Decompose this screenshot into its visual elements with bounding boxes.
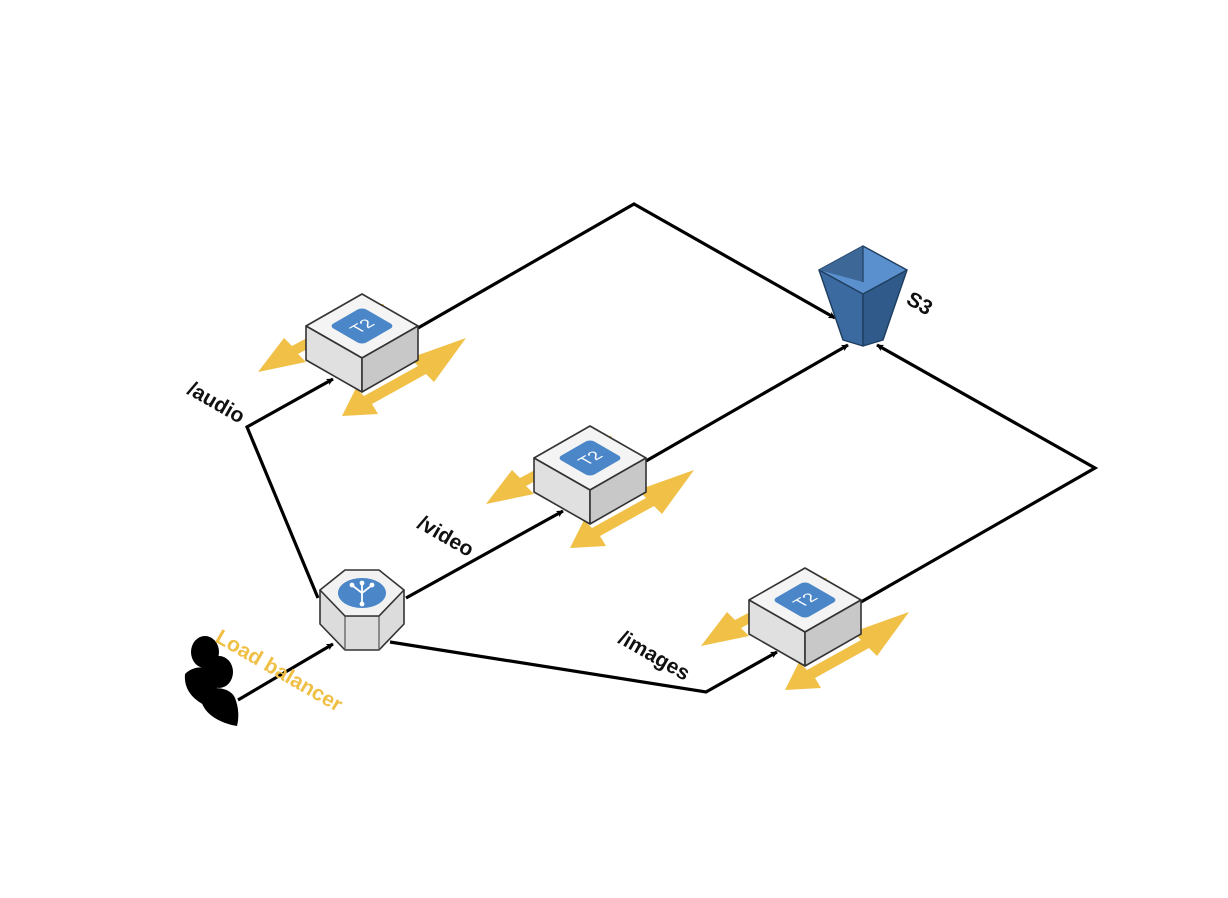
load-balancer[interactable] (319, 569, 405, 651)
route-label-images: /images (615, 626, 694, 685)
instance-audio[interactable]: T2 (258, 293, 466, 416)
edge-video-to-s3 (645, 343, 849, 463)
t2-badge: T2 (331, 308, 393, 344)
edge-lb-to-audio (244, 377, 334, 599)
t2-badge: T2 (774, 582, 836, 618)
instance-video[interactable]: T2 (486, 425, 694, 548)
t2-badge: T2 (559, 440, 621, 476)
edge-user-to-load-balancer (237, 642, 334, 702)
connections (237, 202, 1099, 702)
edge-lb-to-video (405, 509, 564, 600)
instance-images[interactable]: T2 (701, 567, 909, 690)
route-label-audio: /audio (184, 377, 249, 428)
user-icon (184, 636, 239, 726)
s3-label: S3 (903, 287, 937, 320)
edge-audio-to-s3 (417, 202, 836, 330)
edge-images-to-s3 (860, 343, 1099, 604)
route-label-video: /video (414, 511, 478, 561)
load-balancer-icon (338, 578, 386, 608)
edge-lb-to-images (389, 640, 778, 694)
s3-bucket-icon[interactable] (818, 245, 908, 347)
